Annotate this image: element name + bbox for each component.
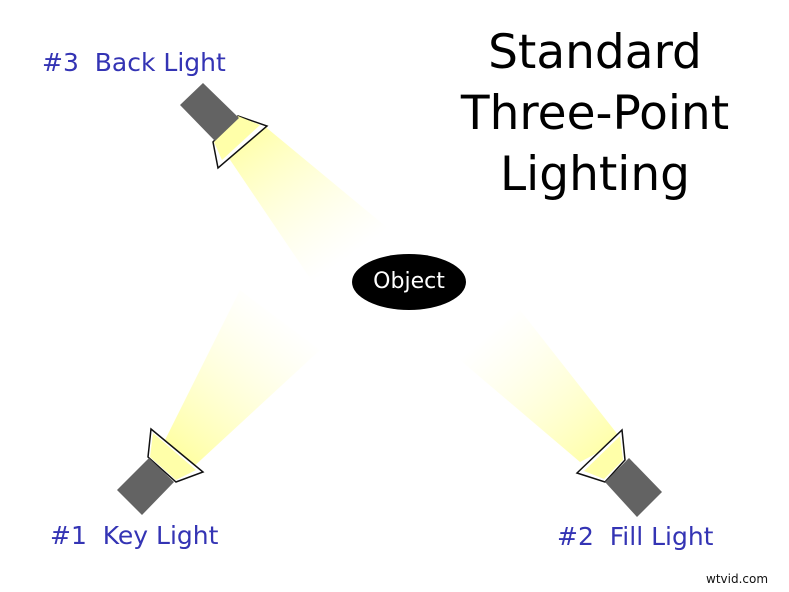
back-light-beam (218, 124, 390, 290)
fill-light-beam (460, 310, 622, 462)
fill-light-beam-inner (584, 436, 623, 479)
spotlight-icon (605, 458, 662, 517)
key-light-label: #1 Key Light (50, 521, 219, 550)
object-label: Object (373, 269, 445, 294)
back-light-beam-inner (214, 116, 260, 160)
title-line-3: Lighting (500, 147, 690, 202)
key-light-beam (160, 290, 320, 470)
title-line-2: Three-Point (460, 86, 730, 141)
back-light-label: #3 Back Light (42, 48, 226, 77)
fill-light (460, 310, 662, 517)
key-light (117, 290, 320, 515)
fill-light-label: #2 Fill Light (557, 522, 714, 551)
spotlight-icon (180, 83, 239, 141)
object-shape (352, 254, 466, 310)
key-light-beam-inner (150, 433, 196, 480)
title-line-1: Standard (488, 25, 702, 80)
watermark: wtvid.com (706, 572, 769, 586)
spotlight-icon (117, 458, 174, 515)
diagram-title: Standard Three-Point Lighting (420, 22, 770, 205)
back-light (180, 83, 390, 290)
